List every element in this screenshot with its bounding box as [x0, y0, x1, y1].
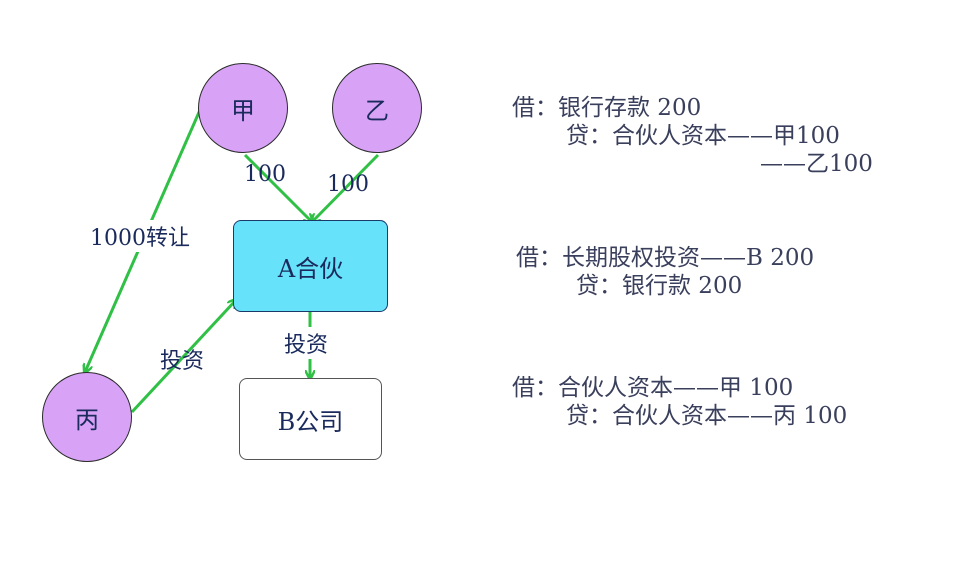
entry-3-debit: 借：合伙人资本——甲 100 — [512, 375, 794, 401]
person-node-yi: 乙 — [332, 63, 422, 153]
edge-label-yi-to-a: 100 — [327, 172, 369, 197]
arrow-bing-to-a — [130, 300, 236, 414]
company-node-label: B公司 — [277, 407, 344, 436]
edge-label-bing-invest: 投资 — [160, 349, 205, 374]
edge-label-jia-to-a: 100 — [244, 162, 286, 187]
entry-3-credit: 贷：合伙人资本——丙 100 — [566, 403, 848, 429]
edge-label-a-invest: 投资 — [284, 327, 329, 359]
person-node-bing: 丙 — [42, 372, 132, 462]
person-node-bing-label: 丙 — [75, 405, 99, 434]
entry-2-credit: 贷：银行款 200 — [576, 273, 743, 299]
entry-1-credit-2: ——乙100 — [760, 151, 873, 177]
person-node-jia: 甲 — [198, 63, 288, 153]
partnership-node: A合伙 — [233, 220, 388, 312]
arrow-jia-to-a — [243, 153, 312, 222]
company-node: B公司 — [239, 378, 382, 460]
person-node-jia-label: 甲 — [231, 96, 255, 125]
arrow-yi-to-a — [312, 153, 380, 222]
entry-2-debit: 借：长期股权投资——B 200 — [516, 245, 815, 271]
partnership-node-label: A合伙 — [277, 254, 344, 283]
entry-1-credit: 贷：合伙人资本——甲100 — [566, 123, 840, 149]
entry-1-debit: 借：银行存款 200 — [512, 95, 702, 121]
edge-label-transfer: 1000转让 — [90, 220, 190, 252]
person-node-yi-label: 乙 — [365, 96, 389, 125]
